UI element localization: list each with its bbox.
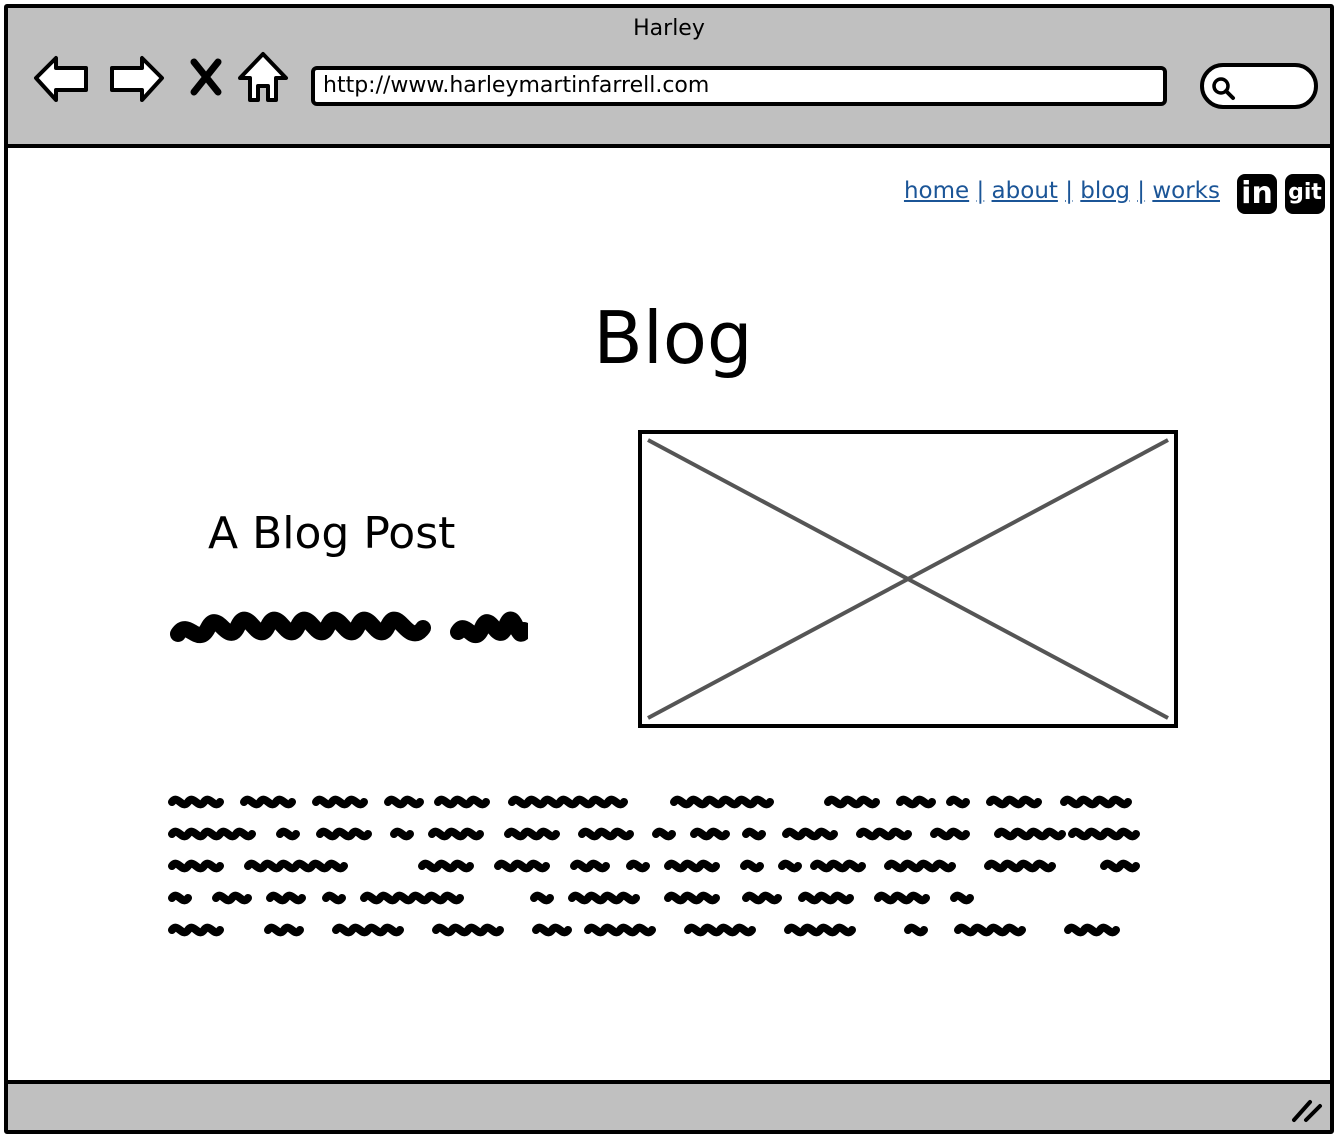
status-bar (8, 1080, 1330, 1130)
placeholder-cross (647, 438, 1169, 720)
nav-separator: | (976, 178, 985, 204)
blog-body-text-scribble (168, 795, 1140, 937)
nav-separator: | (1137, 178, 1146, 204)
top-navigation: home | about | blog | works (904, 178, 1220, 204)
post-subtitle-scribble (170, 611, 528, 643)
git-icon[interactable]: git (1285, 174, 1325, 214)
blog-post-title[interactable]: A Blog Post (208, 508, 456, 559)
browser-window: Harley http://www.harleymartinfarrell.co… (4, 4, 1334, 1134)
forward-arrow-icon[interactable] (106, 48, 166, 108)
resize-grip-icon[interactable] (1290, 1096, 1324, 1124)
home-icon[interactable] (236, 48, 290, 108)
search-input[interactable] (1200, 63, 1318, 109)
linkedin-icon[interactable]: in (1237, 174, 1277, 214)
url-bar[interactable]: http://www.harleymartinfarrell.com (311, 66, 1167, 106)
nav-link-about[interactable]: about (991, 178, 1058, 204)
browser-chrome: Harley http://www.harleymartinfarrell.co… (8, 8, 1330, 148)
nav-link-works[interactable]: works (1152, 178, 1220, 204)
nav-separator: | (1065, 178, 1073, 204)
nav-link-blog[interactable]: blog (1080, 178, 1130, 204)
nav-link-home[interactable]: home (903, 178, 970, 204)
search-icon (1212, 77, 1235, 100)
window-title: Harley (633, 16, 705, 41)
page-title: Blog (593, 296, 753, 380)
back-arrow-icon[interactable] (32, 48, 92, 108)
image-placeholder (638, 430, 1178, 728)
close-x-icon[interactable] (186, 48, 226, 108)
